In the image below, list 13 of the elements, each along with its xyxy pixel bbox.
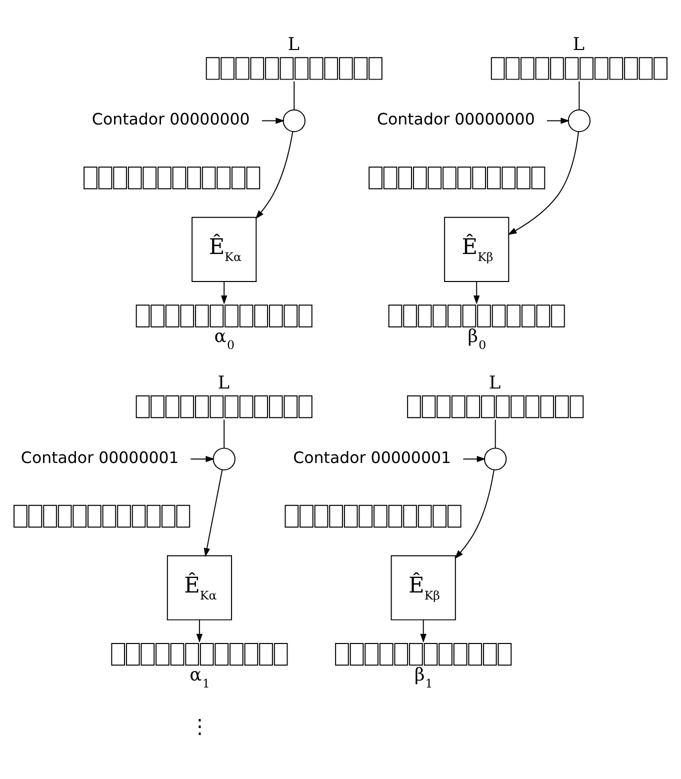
node-label: L: [288, 34, 300, 55]
label: ⋮: [190, 714, 210, 738]
node-label: β$_{0}$: [468, 326, 486, 352]
node-label: α$_{0}$: [214, 326, 235, 352]
node-label: α$_{1}$: [190, 664, 210, 690]
node-label: L: [572, 34, 585, 55]
node-label: L: [218, 372, 230, 393]
node-label: β$_{1}$: [414, 664, 433, 690]
node-text: Contador 00000000: [92, 108, 250, 128]
node-label: L: [488, 372, 501, 393]
node-text: Contador 00000000: [376, 108, 535, 128]
node-text: Contador 00000001: [20, 447, 179, 466]
node-text: Contador 00000001: [293, 447, 452, 466]
